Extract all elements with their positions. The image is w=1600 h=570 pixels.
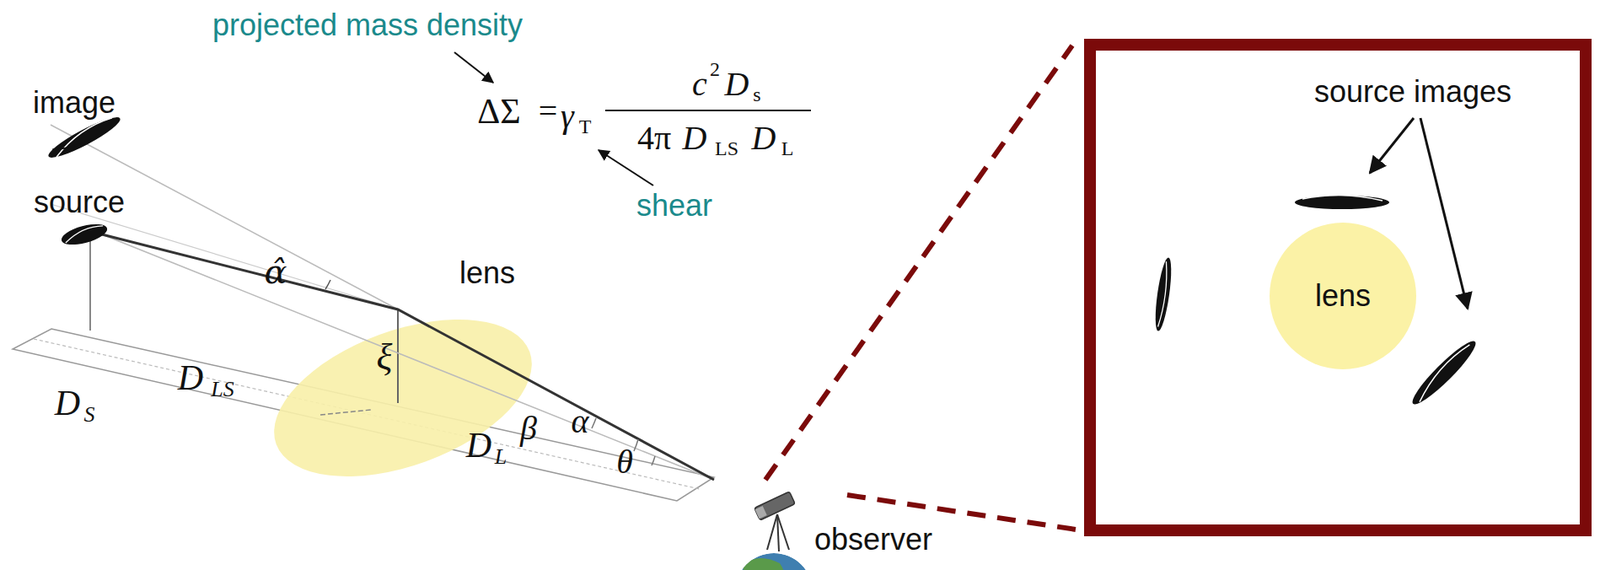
pointer-arrow — [1369, 118, 1414, 173]
pointer-arrow — [598, 150, 654, 186]
pointer-arrow — [454, 52, 494, 83]
annotation: projected mass density — [212, 10, 523, 41]
zoom-line — [765, 45, 1073, 480]
object-label: lens — [459, 257, 516, 289]
formula-subscript: T — [579, 116, 592, 137]
formula-symbol: c — [692, 67, 708, 102]
direct-ray — [102, 234, 715, 480]
impact-parameter-line — [397, 309, 399, 403]
angle-arc — [325, 279, 331, 290]
source-height — [89, 236, 92, 331]
distance-symbol: D — [466, 427, 492, 463]
lens-plane-mark — [320, 409, 371, 415]
distance-subscript: S — [84, 403, 96, 426]
object-label: source — [33, 187, 125, 218]
lensed-image — [1406, 335, 1482, 410]
angle-arc — [651, 456, 656, 466]
angle-symbol: α̂ — [263, 254, 287, 289]
zoom-box: source images lens — [1084, 38, 1592, 537]
angle-arc — [633, 439, 639, 452]
formula-symbol: D — [682, 121, 708, 156]
formula-subscript: LS — [714, 138, 739, 159]
circle-label: lens — [1315, 280, 1371, 312]
image-galaxy — [44, 112, 124, 164]
formula-symbol: γ — [560, 99, 575, 134]
formula-symbol: D — [751, 121, 777, 156]
angle-arc — [591, 418, 596, 429]
distance-symbol: D — [177, 359, 204, 396]
formula-symbol: 4π — [637, 121, 672, 156]
lensed-image — [1152, 256, 1175, 332]
lensed-image — [1294, 194, 1390, 210]
formula-subscript: s — [752, 84, 761, 105]
distance-subscript: L — [494, 445, 507, 468]
pointer-arrow — [1420, 118, 1468, 309]
distance-symbol: D — [54, 385, 81, 421]
formula-superscript: 2 — [709, 59, 720, 80]
formula-symbol: ΔΣ — [477, 93, 521, 129]
distance-symbol: ξ — [376, 338, 393, 376]
lens-ellipse — [252, 288, 553, 508]
formula-subscript: L — [781, 138, 795, 159]
formula-symbol: = — [538, 94, 559, 129]
angle-symbol: θ — [616, 445, 634, 479]
source-galaxy — [59, 220, 109, 249]
object-label: image — [32, 87, 116, 119]
angle-symbol: β — [520, 411, 537, 446]
distance-subscript: LS — [210, 378, 234, 401]
formula-symbol: D — [724, 67, 750, 102]
lens-circle: lens — [1269, 222, 1417, 370]
object-label: observer — [814, 524, 933, 555]
light-ray — [102, 234, 715, 480]
annotation: shear — [636, 190, 713, 221]
box-heading: source images — [1314, 76, 1512, 108]
deflection-extension — [50, 204, 398, 310]
fraction-bar — [605, 109, 811, 112]
angle-symbol: α — [571, 404, 590, 439]
observer-telescope — [735, 491, 813, 570]
